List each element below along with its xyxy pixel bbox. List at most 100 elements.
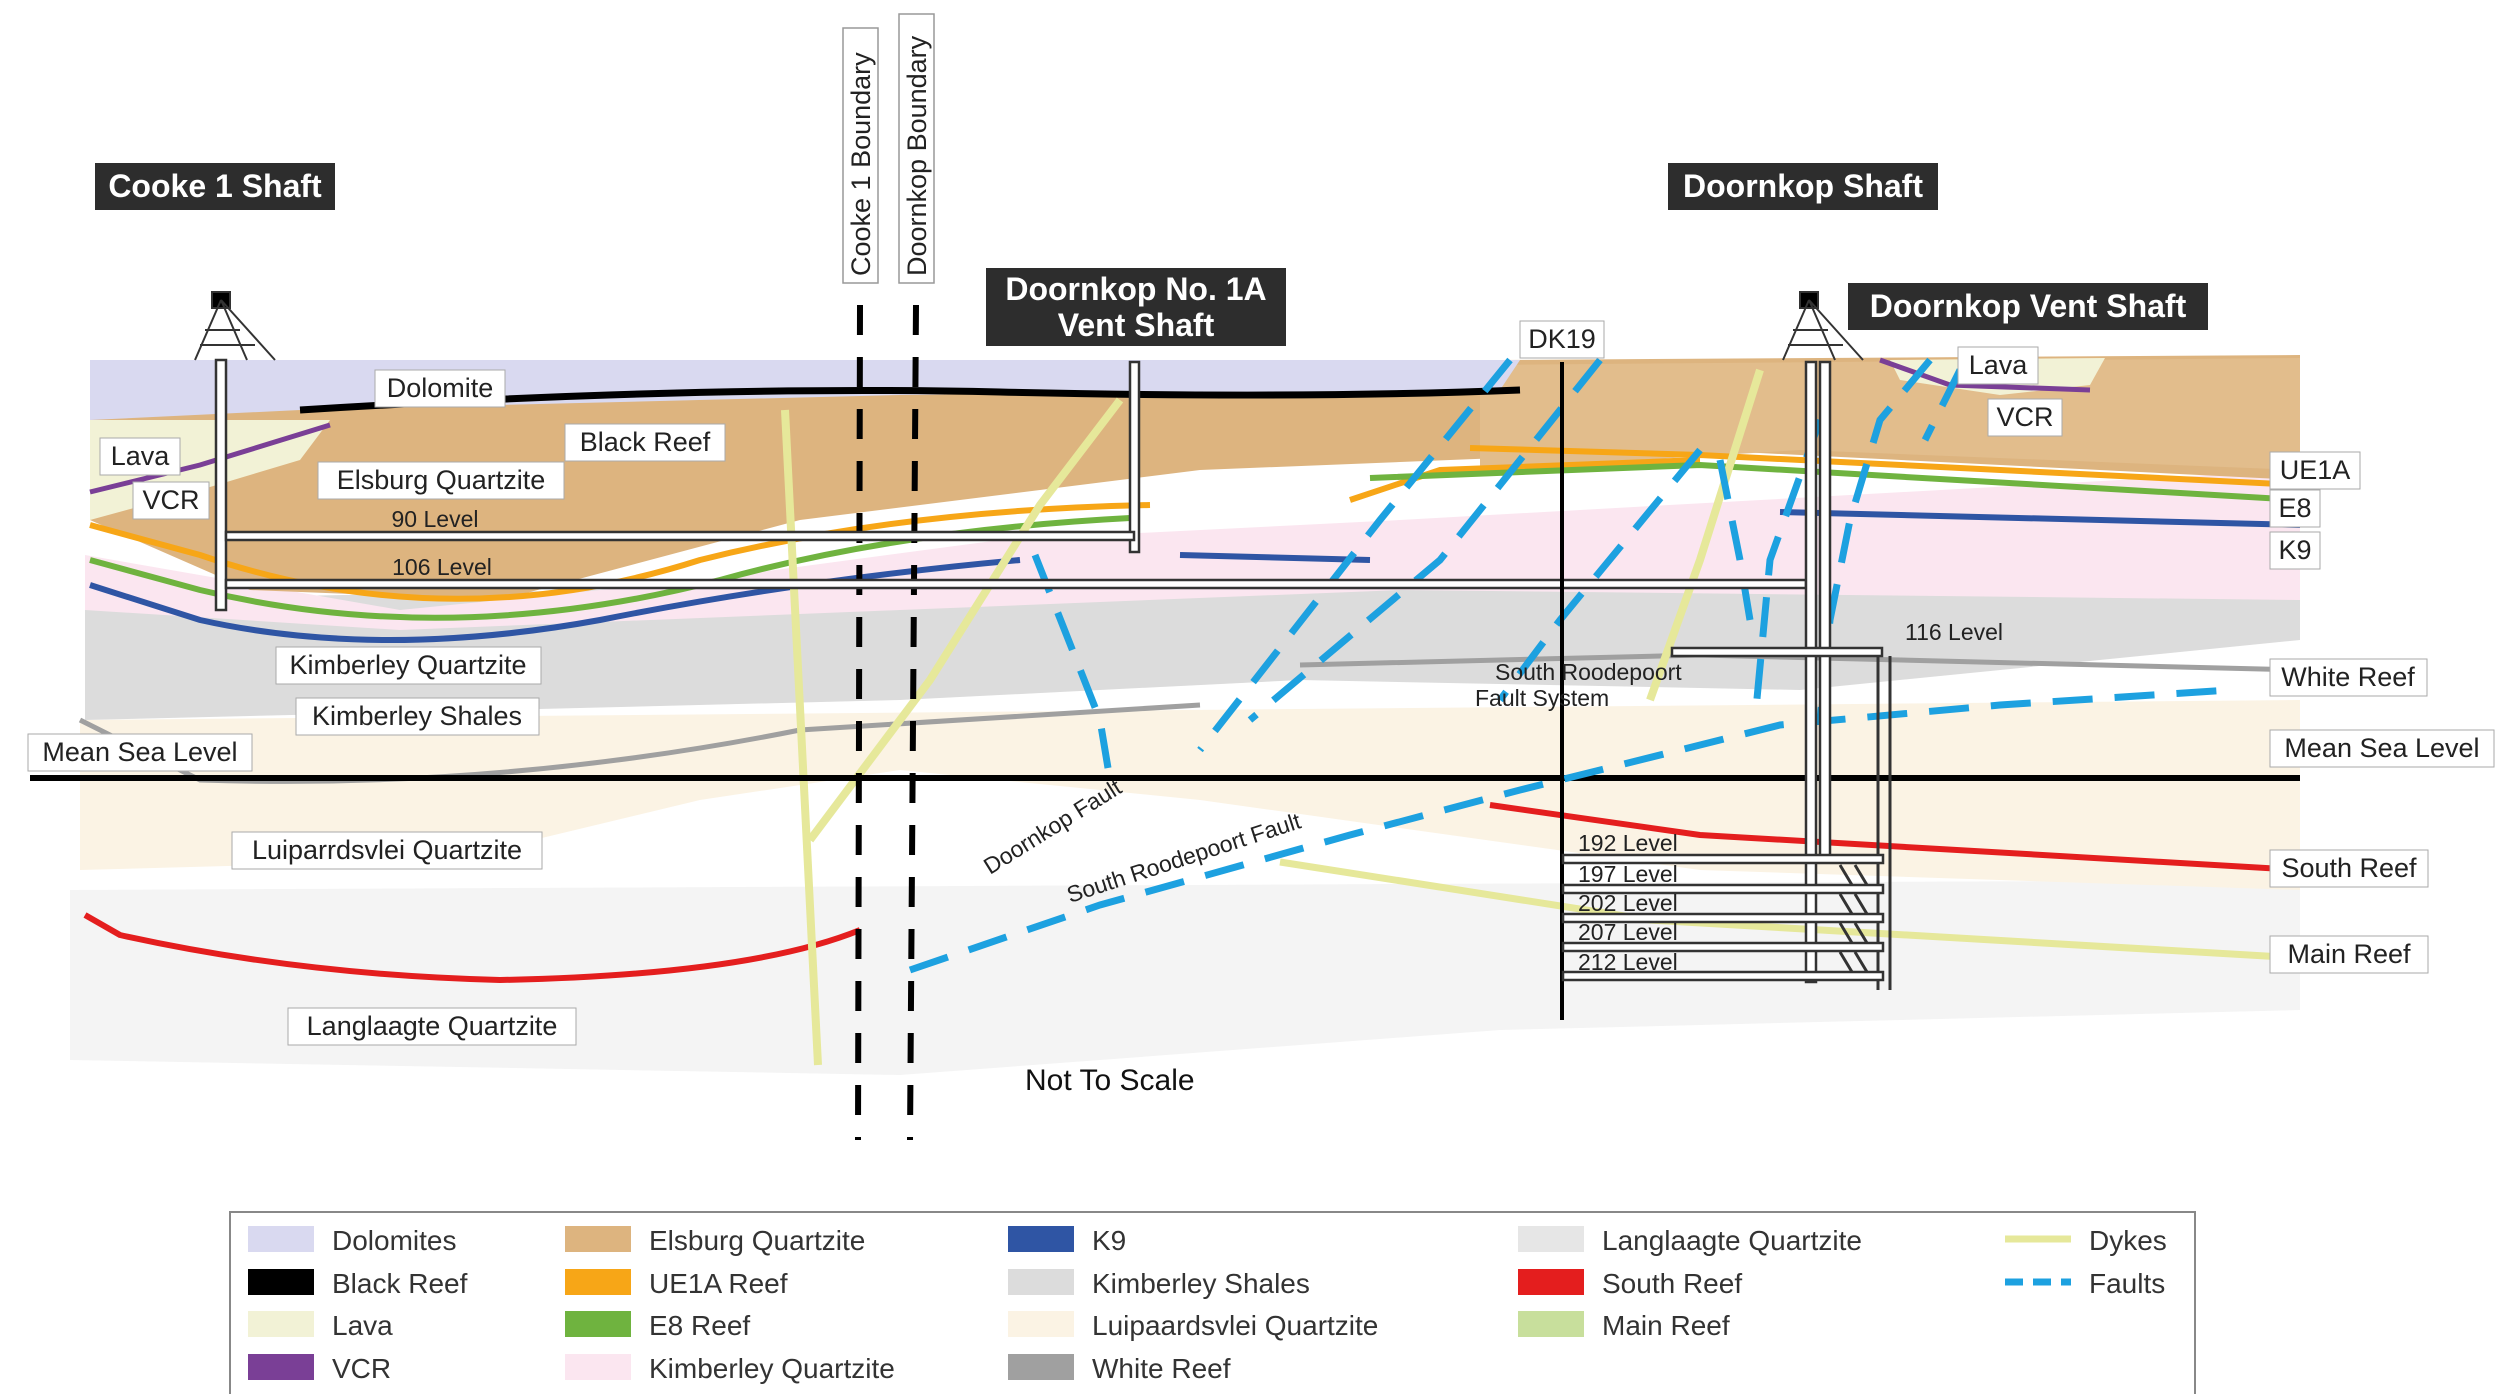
cooke-boundary-label: Cooke 1 Boundary	[846, 52, 876, 276]
legend-swatch	[1008, 1354, 1074, 1380]
formation-labels: Dolomite Black Reef Lava VCR Elsburg Qua…	[27, 320, 2495, 1097]
legend-label: Lava	[332, 1310, 393, 1341]
legend-item: VCR	[248, 1353, 391, 1384]
legend-label: Dykes	[2089, 1225, 2167, 1256]
legend-item: Main Reef	[1518, 1310, 1730, 1341]
cooke-1-shaft-title: Cooke 1 Shaft	[108, 168, 322, 204]
level-202-label: 202 Level	[1578, 890, 1678, 916]
legend-item: E8 Reef	[565, 1310, 750, 1341]
legend-frame	[229, 1211, 2196, 1394]
legend-swatch	[565, 1354, 631, 1380]
legend-label: Elsburg Quartzite	[649, 1225, 865, 1256]
dyke-3	[1646, 368, 1764, 702]
doornkop-headgear-icon	[1782, 291, 1864, 361]
dyke-1	[781, 409, 822, 1066]
level-106-tunnel	[224, 578, 1808, 590]
luipaardsvlei-quartzite-body	[80, 700, 2300, 890]
dyke-2	[806, 397, 1124, 843]
legend-swatch	[565, 1311, 631, 1337]
legend-swatch	[565, 1269, 631, 1295]
srfs-fault-4	[1716, 459, 1754, 621]
level-90-tunnel	[224, 530, 1136, 542]
decline-ramps	[1838, 864, 1869, 973]
legend-label: South Reef	[1602, 1268, 1742, 1299]
legend-label: Kimberley Quartzite	[649, 1353, 895, 1384]
south-reef-label: South Reef	[2281, 853, 2417, 883]
legend-label: Luipaardsvlei Quartzite	[1092, 1310, 1378, 1341]
srfs-fault-7	[1921, 368, 1964, 442]
white-reef-label: White Reef	[2281, 662, 2415, 692]
doornkop-fault	[1031, 553, 1114, 781]
legend-label: E8 Reef	[649, 1310, 750, 1341]
langlaagte-label: Langlaagte Quartzite	[307, 1011, 558, 1041]
legend-item: Faults	[2005, 1268, 2165, 1299]
legend-label: UE1A Reef	[649, 1268, 788, 1299]
mean-sea-level-right-label: Mean Sea Level	[2284, 733, 2479, 763]
level-197-tunnel	[1561, 883, 1885, 895]
legend-item: Elsburg Quartzite	[565, 1225, 865, 1256]
legend-label: K9	[1092, 1225, 1126, 1256]
doornkop-boundary-label: Doornkop Boundary	[902, 35, 932, 276]
legend-swatch	[248, 1354, 314, 1380]
vcr-right-label: VCR	[1996, 402, 2053, 432]
legend-item: Dykes	[2005, 1225, 2167, 1256]
level-116-label: 116 Level	[1905, 619, 2003, 645]
legend-label: Black Reef	[332, 1268, 468, 1299]
not-to-scale-note: Not To Scale	[1025, 1064, 1195, 1097]
black-reef-line	[299, 386, 1521, 414]
level-192-tunnel	[1561, 853, 1885, 865]
legend-swatch	[248, 1226, 314, 1252]
level-192-label: 192 Level	[1578, 830, 1678, 856]
vcr-line-left	[89, 422, 331, 495]
level-197-label: 197 Level	[1578, 861, 1678, 887]
k9-reef-line	[89, 509, 2301, 643]
cooke-headgear-icon	[194, 291, 276, 361]
legend-item: Kimberley Shales	[1008, 1268, 1310, 1299]
srfs-label-line1: South Roodepoort	[1495, 659, 1682, 685]
cooke-boundary-line	[855, 304, 863, 1141]
dykes	[781, 368, 1764, 1066]
south-roodepoort-fault	[908, 686, 2231, 974]
vent-1a-title-line2: Vent Shaft	[1058, 307, 1215, 343]
legend-swatch	[1518, 1311, 1584, 1337]
level-207-tunnel	[1561, 941, 1885, 953]
legend-item: Luipaardsvlei Quartzite	[1008, 1310, 1378, 1341]
legend-label: VCR	[332, 1353, 391, 1384]
legend-item: White Reef	[1008, 1353, 1231, 1384]
doornkop-fault-label: Doornkop Fault	[979, 774, 1127, 880]
main-reef-label: Main Reef	[2287, 939, 2411, 969]
level-207-label: 207 Level	[1578, 919, 1678, 945]
lava-right-label: Lava	[1969, 350, 2029, 380]
cooke-1-shaft	[214, 358, 228, 612]
vent-1a-title-line1: Doornkop No. 1A	[1005, 271, 1266, 307]
level-116-tunnel	[1670, 646, 1884, 658]
legend-swatch	[248, 1311, 314, 1337]
legend-label: Langlaagte Quartzite	[1602, 1225, 1862, 1256]
lava-left-label: Lava	[111, 441, 171, 471]
legend-item: South Reef	[1518, 1268, 1742, 1299]
dk19-label: DK19	[1528, 324, 1596, 354]
reef-lines	[78, 357, 2301, 984]
vcr-left-label: VCR	[142, 485, 199, 515]
dolomite-label: Dolomite	[387, 373, 494, 403]
doornkop-shaft	[1804, 360, 1818, 984]
srfs-fault-2	[1247, 357, 1603, 723]
legend-label: White Reef	[1092, 1353, 1231, 1384]
srfs-fault-5	[1751, 418, 1824, 721]
elsburg-quartzite-body-right	[1480, 358, 2300, 470]
mean-sea-level-left-label: Mean Sea Level	[42, 737, 237, 767]
level-106-label: 106 Level	[392, 554, 492, 580]
legend-label: Main Reef	[1602, 1310, 1730, 1341]
legend-swatch	[1008, 1226, 1074, 1252]
kimberley-quartzite-label: Kimberley Quartzite	[289, 650, 526, 680]
elsburg-label: Elsburg Quartzite	[337, 465, 546, 495]
kimberley-shales-label: Kimberley Shales	[312, 701, 522, 731]
title-boxes: Cooke 1 Shaft Doornkop Shaft Doornkop No…	[95, 163, 2208, 346]
vent-1a-shaft	[1128, 360, 1141, 554]
legend-swatch	[1008, 1311, 1074, 1337]
doornkop-vent-shaft-title: Doornkop Vent Shaft	[1870, 288, 2187, 324]
legend-label: Kimberley Shales	[1092, 1268, 1310, 1299]
